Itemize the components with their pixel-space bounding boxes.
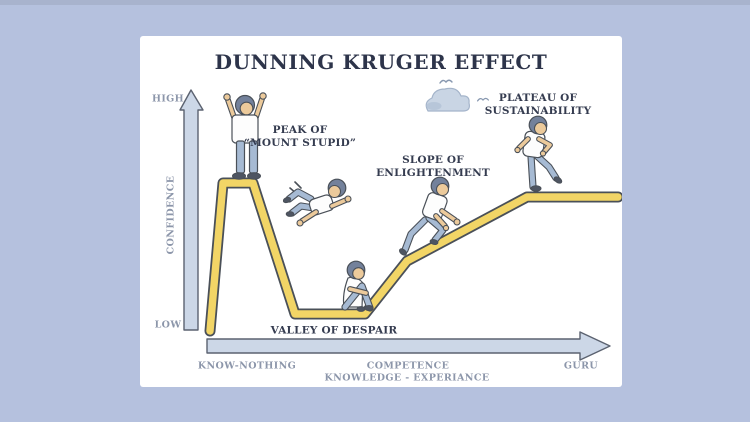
- x-axis-title: KNOWLEDGE - EXPERIANCE: [324, 372, 490, 384]
- figure-running-plateau: [514, 115, 563, 192]
- stage-label-plateau: PLATEAU OF SUSTAINABILITY: [485, 92, 592, 118]
- y-axis-low-label: LOW: [154, 319, 182, 331]
- cloud-icon: [425, 87, 470, 112]
- y-axis-title: CONFIDENCE: [165, 175, 177, 255]
- diagram-card: DUNNING KRUGER EFFECT: [140, 36, 622, 387]
- bird-icon: [439, 79, 453, 84]
- stage-label-slope-line2: ENLIGHTENMENT: [376, 167, 490, 179]
- stage-label-valley-line1: VALLEY OF DESPAIR: [270, 324, 398, 337]
- figure-climbing-slope: [399, 176, 461, 256]
- x-axis-tick-guru: GURU: [563, 360, 599, 372]
- stage-label-plateau-line1: PLATEAU OF: [498, 92, 578, 104]
- stage-label-peak: PEAK OF “MOUNT STUPID”: [244, 124, 356, 150]
- figure-sitting-valley: [341, 260, 374, 312]
- knowledge-axis-arrow: [206, 331, 611, 361]
- diagram-title: DUNNING KRUGER EFFECT: [214, 50, 548, 74]
- stage-label-valley: VALLEY OF DESPAIR: [271, 325, 398, 338]
- stage-label-peak-line1: PEAK OF: [272, 124, 328, 136]
- diagram-canvas: [179, 79, 622, 361]
- bird-icon: [476, 97, 490, 102]
- top-edge-strip: [0, 0, 750, 5]
- figure-celebrating-peak: [223, 92, 267, 180]
- confidence-curve: [204, 177, 622, 337]
- stage-label-plateau-line2: SUSTAINABILITY: [484, 105, 592, 117]
- confidence-axis-arrow: [179, 89, 204, 331]
- x-axis-tick-know-nothing: KNOW-NOTHING: [197, 360, 297, 372]
- stage-label-slope: SLOPE OF ENLIGHTENMENT: [376, 154, 490, 180]
- y-axis-high-label: HIGH: [151, 93, 185, 105]
- motion-lines: [294, 181, 302, 189]
- figure-falling: [282, 178, 352, 227]
- stage-label-peak-line2: “MOUNT STUPID”: [243, 137, 357, 149]
- x-axis-tick-competence: COMPETENCE: [366, 360, 450, 372]
- stage-label-slope-line1: SLOPE OF: [402, 154, 464, 166]
